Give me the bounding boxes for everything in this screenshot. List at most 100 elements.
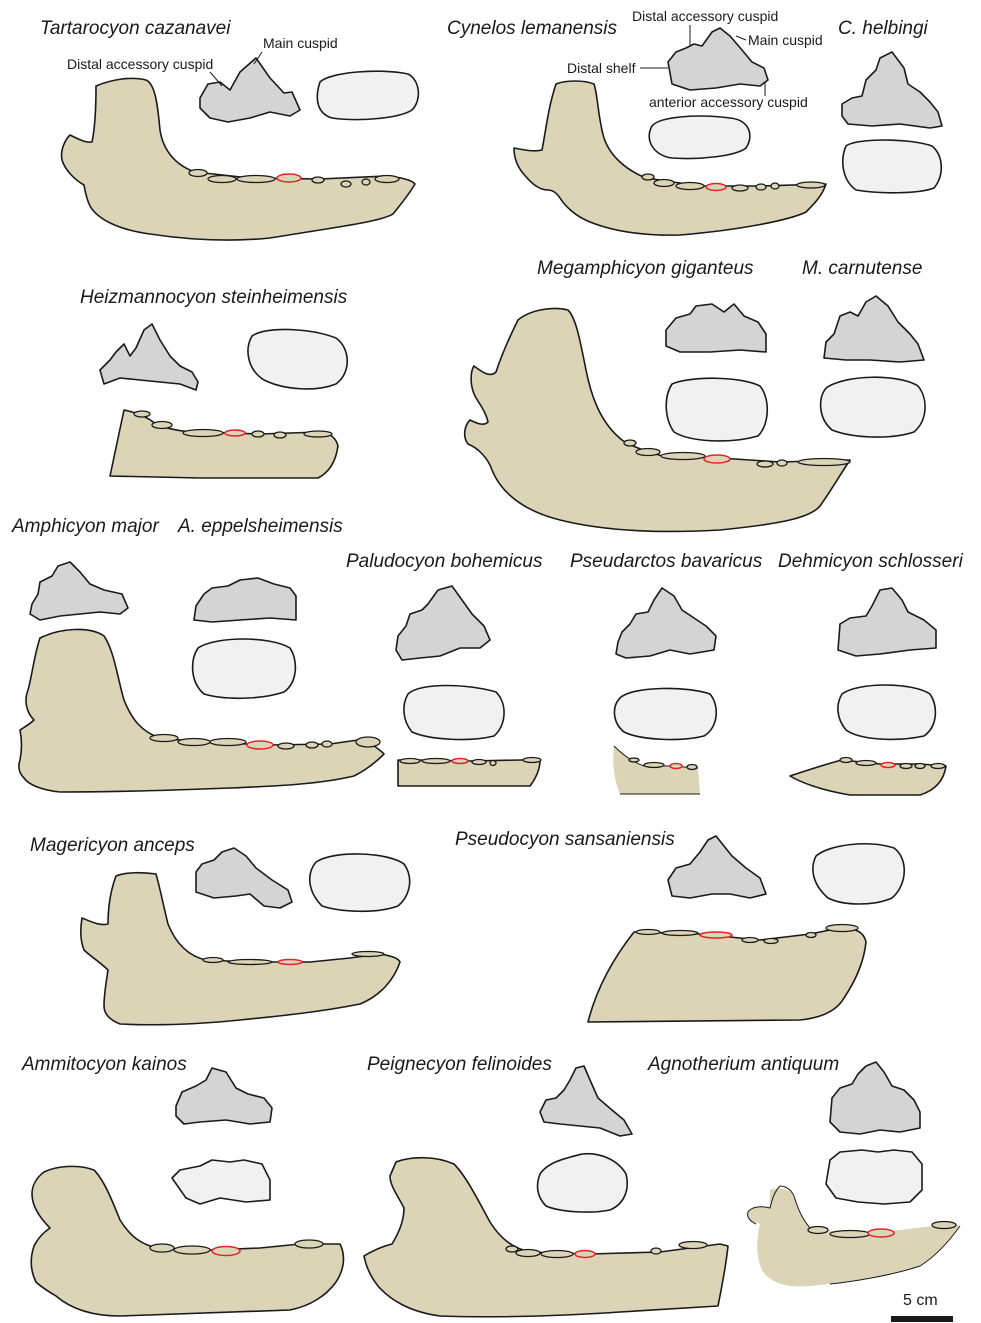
alveolus: [742, 938, 758, 943]
specimen-ammitocyon: Ammitocyon kainos: [21, 1054, 343, 1316]
alveolus: [662, 931, 698, 936]
alveolus: [322, 741, 332, 747]
alveolus: [523, 758, 541, 763]
alveolus: [676, 183, 704, 190]
alveolus: [636, 449, 660, 456]
tooth-occlusal-carnutense: [821, 377, 925, 437]
alveolus: [422, 759, 450, 764]
alveolus: [764, 939, 778, 944]
species-name-amphicyon-major: Amphicyon major: [11, 516, 159, 537]
tooth-crown-lateral-magericyon: [196, 848, 292, 908]
specimen-dehmicyon: Dehmicyon schlosseri: [778, 551, 964, 795]
alveolus: [826, 925, 858, 932]
alveolus: [210, 739, 246, 746]
alveolus: [900, 764, 912, 769]
tooth-occlusal-paludocyon: [404, 686, 504, 740]
tooth-occlusal-cynelos: [649, 116, 750, 158]
m1-alveolus: [452, 759, 468, 764]
species-name-pseudarctos: Pseudarctos bavaricus: [570, 551, 763, 572]
alveolus: [644, 763, 664, 768]
scale-bar: 5 cm: [891, 1292, 953, 1322]
alveolus: [757, 461, 773, 467]
species-name-magericyon: Magericyon anceps: [30, 835, 195, 856]
alveolus: [516, 1250, 540, 1257]
alveolus: [856, 761, 876, 766]
tooth-crown-lateral-peignecyon: [540, 1066, 632, 1136]
alveolus: [174, 1246, 210, 1254]
alveolus: [274, 432, 286, 438]
alveolus: [624, 440, 636, 446]
alveolus: [352, 952, 384, 957]
alveolus: [278, 743, 294, 749]
scale-bar-line: [891, 1316, 953, 1322]
tooth-crown-lateral-ammitocyon: [176, 1068, 272, 1124]
alveolus: [189, 170, 207, 177]
mandible-megamphicyon: [465, 308, 850, 531]
alveolus: [732, 185, 748, 191]
m1-alveolus: [225, 430, 245, 436]
alveolus: [636, 930, 660, 935]
label-main-cuspid: Main cuspid: [748, 32, 823, 48]
tooth-occlusal-dehmicyon: [838, 685, 936, 739]
specimen-megamphicyon: Megamphicyon giganteus: [465, 258, 850, 532]
m1-alveolus: [277, 174, 301, 182]
tooth-occlusal-helbingi: [843, 140, 941, 193]
alveolus: [150, 1244, 174, 1252]
alveolus: [208, 176, 236, 183]
specimen-helbingi: C. helbingi: [838, 18, 942, 193]
tooth-crown-lateral-agnotherium: [830, 1062, 920, 1134]
m1-alveolus: [700, 932, 732, 938]
m1-alveolus: [247, 741, 273, 749]
alveolus: [362, 179, 370, 185]
species-name-megamphicyon: Megamphicyon giganteus: [537, 258, 754, 279]
m1-alveolus: [706, 184, 726, 191]
alveolus: [228, 960, 272, 965]
leader-line: [736, 36, 746, 40]
label-distal-accessory-cuspid: Distal accessory cuspid: [632, 8, 778, 24]
tooth-occlusal-agnotherium: [826, 1150, 922, 1204]
m1-alveolus: [881, 763, 895, 768]
species-name-eppelsheimensis: A. eppelsheimensis: [177, 516, 343, 537]
species-name-heizmannocyon: Heizmannocyon steinheimensis: [80, 287, 348, 308]
alveolus: [295, 1240, 323, 1248]
specimen-magericyon: Magericyon anceps: [30, 835, 410, 1025]
species-name-peignecyon: Peignecyon felinoides: [367, 1054, 552, 1075]
tooth-crown-lateral-megamphicyon: [666, 304, 766, 352]
label-distal-shelf: Distal shelf: [567, 60, 636, 76]
alveolus: [356, 737, 380, 747]
m1-alveolus: [212, 1247, 240, 1256]
species-name-agnotherium: Agnotherium antiquum: [647, 1054, 839, 1075]
alveolus: [134, 411, 150, 417]
alveolus: [798, 459, 850, 466]
alveolus: [931, 764, 945, 769]
tooth-crown-lateral-carnutense: [824, 296, 924, 362]
alveolus: [654, 180, 674, 187]
mandible-paludocyon: [398, 760, 540, 786]
alveolus: [932, 1222, 956, 1229]
species-name-paludocyon: Paludocyon bohemicus: [346, 551, 543, 572]
label-distal-accessory-cuspid: Distal accessory cuspid: [67, 56, 213, 72]
tooth-crown-lateral-pseudocyon: [668, 836, 766, 898]
tooth-crown-lateral-eppelsheimensis: [194, 578, 296, 622]
tooth-occlusal-heizmannocyon: [248, 329, 347, 389]
tooth-crown-lateral-heizmannocyon: [100, 324, 198, 390]
m1-alveolus: [670, 764, 682, 769]
alveolus: [629, 758, 639, 762]
tooth-crown-lateral-helbingi: [842, 52, 942, 128]
alveolus: [178, 739, 210, 746]
species-name-dehmicyon: Dehmicyon schlosseri: [778, 551, 964, 572]
mandible-heizmannocyon: [110, 410, 338, 478]
species-name-pseudocyon: Pseudocyon sansaniensis: [455, 829, 675, 850]
alveolus: [651, 1248, 661, 1254]
alveolus: [771, 183, 779, 189]
alveolus: [152, 422, 172, 429]
alveolus: [642, 174, 654, 180]
alveolus: [777, 460, 787, 466]
species-name-cynelos: Cynelos lemanensis: [447, 18, 618, 39]
alveolus: [400, 759, 420, 764]
alveolus: [797, 182, 825, 188]
alveolus: [490, 761, 496, 766]
alveolus: [472, 760, 486, 765]
specimen-tartarocyon: Tartarocyon cazanavei Main cuspid Distal…: [40, 18, 418, 240]
